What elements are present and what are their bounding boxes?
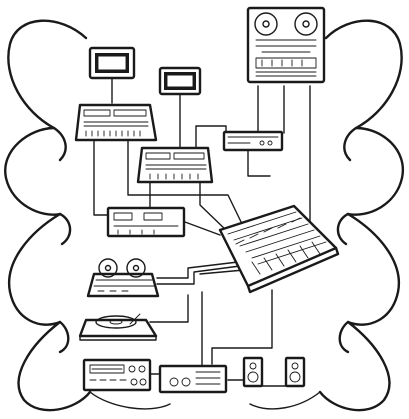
video-monitor-2 — [158, 66, 202, 96]
signal-processor — [222, 130, 284, 152]
speaker-left — [242, 356, 264, 388]
reel-to-reel-recorder-top — [246, 6, 326, 84]
receiver-amplifier — [82, 358, 152, 392]
video-recorder-2 — [136, 146, 214, 184]
cable-loop-right-inner — [336, 126, 358, 354]
video-recorder-1 — [74, 103, 158, 142]
wire-turntable-mixer — [149, 294, 189, 323]
cable-loop-left — [4, 19, 92, 412]
wire-vtr2-mixer — [199, 181, 229, 233]
wire-processor-down — [247, 149, 271, 177]
wire-tape-mixer-b — [156, 265, 241, 285]
turntable — [78, 313, 158, 341]
wire-vtr2-processor — [195, 125, 227, 151]
reel-to-reel-recorder-bottom — [86, 258, 160, 298]
cable-loops — [4, 19, 405, 412]
wire-vtr1-mixer — [127, 137, 245, 229]
cable-loop-left-inner — [52, 126, 72, 354]
cassette-deck — [158, 364, 228, 394]
wire-deck-mixer — [211, 289, 273, 365]
speaker-right — [284, 356, 306, 388]
wire-tape-mixer-a — [156, 261, 239, 279]
wire-switcher-mixer — [184, 221, 221, 236]
wire-receiver-mixer — [149, 291, 203, 375]
video-monitor-1 — [88, 46, 136, 80]
cable-loop-right — [318, 19, 405, 412]
mixing-console — [218, 204, 340, 294]
wire-vtr1-switcher — [93, 137, 109, 216]
cable-loop-bottom-right — [249, 391, 321, 410]
wire-tape-mixer-c — [199, 269, 245, 275]
cable-loop-bottom-left — [89, 391, 171, 410]
video-switcher — [106, 206, 186, 238]
